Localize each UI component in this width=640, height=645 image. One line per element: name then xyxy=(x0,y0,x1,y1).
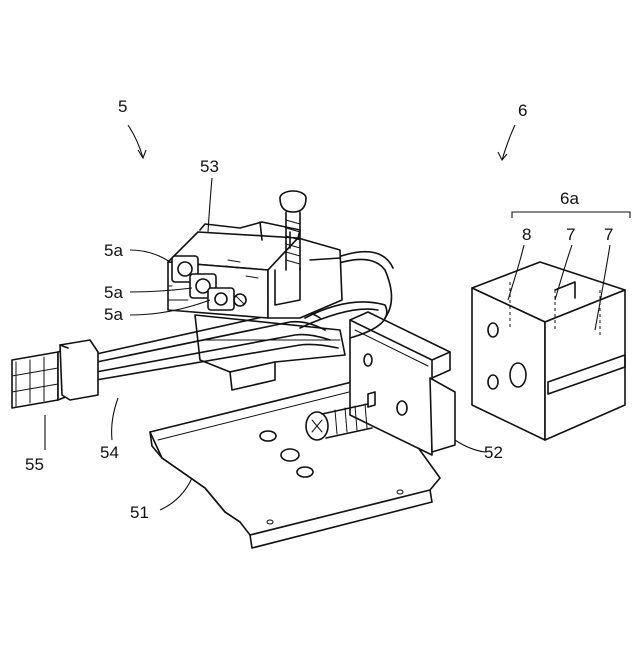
label-8: 8 xyxy=(522,225,531,244)
label-53: 53 xyxy=(200,157,219,176)
label-6a: 6a xyxy=(560,189,579,208)
label-7-right: 7 xyxy=(604,225,613,244)
label-54: 54 xyxy=(100,443,119,462)
label-55: 55 xyxy=(25,455,44,474)
label-7-left: 7 xyxy=(566,225,575,244)
terminal-block-53 xyxy=(168,222,342,318)
label-52: 52 xyxy=(484,443,503,462)
label-51: 51 xyxy=(130,503,149,522)
label-5a-bottom: 5a xyxy=(104,305,123,324)
plug-connector-55 xyxy=(12,340,98,408)
label-5: 5 xyxy=(118,97,127,116)
label-5a-top: 5a xyxy=(104,241,123,260)
label-5a-mid: 5a xyxy=(104,283,123,302)
label-6: 6 xyxy=(518,101,527,120)
